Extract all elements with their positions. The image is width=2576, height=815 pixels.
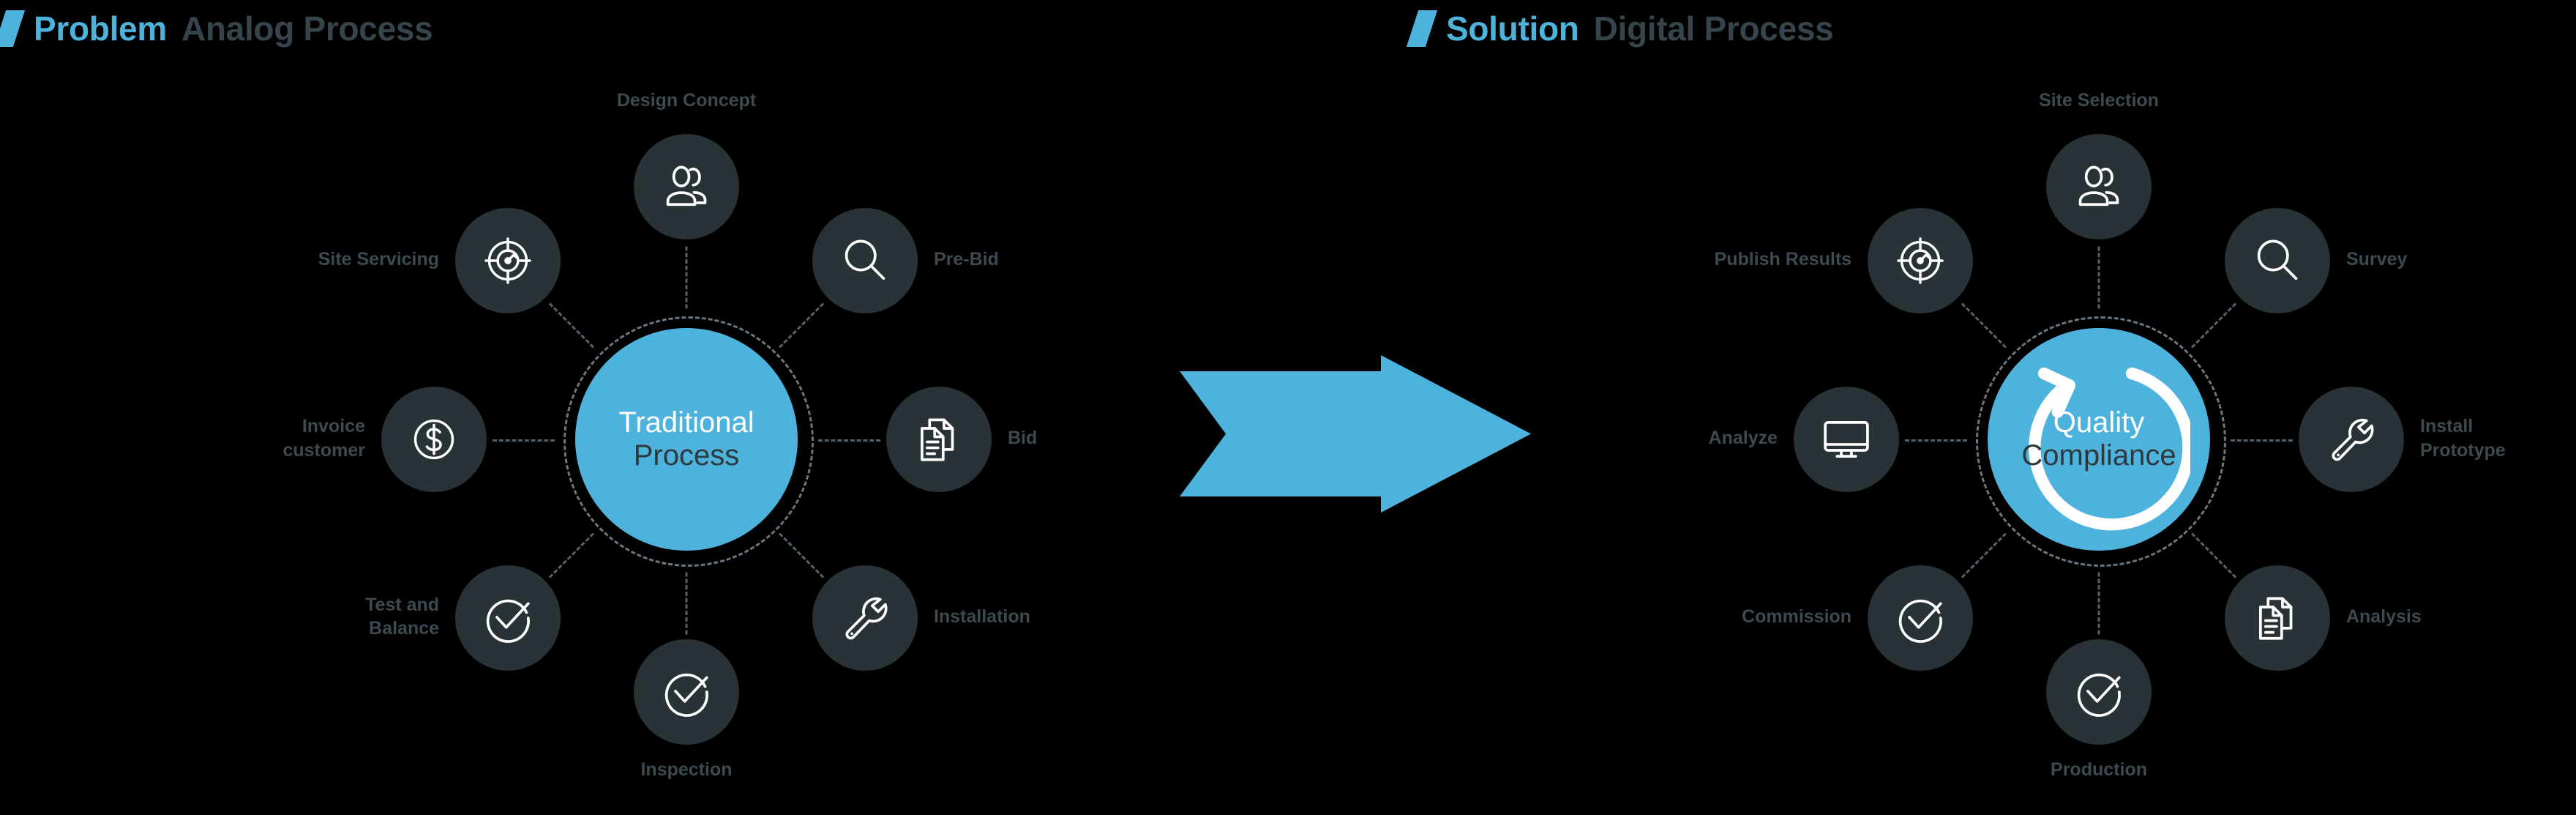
process-node[interactable] [886, 387, 992, 492]
process-node-label: Bid [1008, 428, 1038, 448]
check-circle-icon [659, 665, 714, 719]
orbit-ring [564, 316, 814, 567]
process-node-label: Site Servicing [318, 249, 440, 270]
process-node[interactable] [381, 387, 487, 492]
connector-line [2097, 246, 2100, 309]
process-node-label: Commission [1742, 606, 1852, 627]
left-heading: Problem Analog Process [0, 9, 433, 48]
process-node-label: Analyze [1708, 428, 1778, 448]
connector-line [1961, 532, 2007, 578]
wrench-icon [838, 591, 892, 645]
process-node[interactable] [812, 208, 918, 314]
connector-line [493, 439, 555, 442]
process-node-label: Test and Balance [365, 594, 440, 639]
search-icon [2250, 234, 2304, 288]
hub-line-1: Traditional [618, 406, 755, 439]
connector-line [685, 572, 688, 635]
check-circle-icon [481, 591, 535, 645]
process-node[interactable] [1868, 565, 1974, 671]
process-node-label: Publish Results [1714, 249, 1852, 270]
connector-line [779, 302, 825, 349]
process-node[interactable] [455, 208, 561, 314]
hub-line-2: Compliance [2021, 439, 2176, 472]
documents-icon [2250, 591, 2304, 645]
process-node-label: Design Concept [616, 90, 757, 111]
connector-line [2191, 532, 2237, 578]
left-heading-accent: Problem [34, 10, 167, 48]
target-icon [1893, 234, 1947, 288]
people-icon [659, 160, 714, 214]
process-node[interactable] [2046, 639, 2152, 745]
left-heading-muted: Analog Process [181, 10, 433, 48]
connector-line [2097, 572, 2100, 635]
connector-line [1961, 302, 2007, 349]
documents-icon [912, 412, 966, 466]
right-arrow-icon [1180, 355, 1531, 513]
wrench-icon [2324, 412, 2378, 466]
process-node[interactable] [455, 565, 561, 671]
connector-line [548, 532, 594, 578]
process-node[interactable] [2046, 134, 2152, 239]
people-icon [2072, 160, 2126, 214]
dollar-icon [407, 412, 461, 466]
connector-line [548, 302, 594, 349]
process-node[interactable] [1794, 387, 1899, 492]
connector-line [779, 532, 825, 578]
process-node-label: Installation [933, 606, 1030, 627]
hub-line-1: Quality [2053, 406, 2145, 439]
connector-line [685, 246, 688, 309]
process-node[interactable] [634, 134, 739, 239]
process-node-label: Survey [2345, 249, 2408, 270]
process-node[interactable] [2224, 208, 2330, 314]
orbit-ring [1976, 316, 2226, 567]
process-node-label: Site Selection [2039, 90, 2159, 111]
right-heading-muted: Digital Process [1593, 10, 1834, 48]
process-node-label: Invoice customer [282, 416, 365, 461]
process-node[interactable] [812, 565, 918, 671]
process-node-label: Analysis [2345, 606, 2422, 627]
process-node[interactable] [1868, 208, 1974, 314]
connector-line [818, 439, 880, 442]
monitor-icon [1819, 412, 1873, 466]
process-node[interactable] [2224, 565, 2330, 671]
connector-line [2231, 439, 2293, 442]
hub-line-2: Process [633, 439, 740, 472]
check-circle-icon [2072, 665, 2126, 719]
process-node-label: Inspection [640, 759, 733, 780]
target-icon [481, 234, 535, 288]
check-circle-icon [1893, 591, 1947, 645]
connector-line [2191, 302, 2237, 349]
process-node[interactable] [2299, 387, 2404, 492]
right-heading: Solution Digital Process [1406, 9, 1834, 48]
connector-line [1905, 439, 1967, 442]
process-node-label: Production [2051, 759, 2147, 780]
process-node-label: Install Prototype [2420, 416, 2506, 461]
search-icon [838, 234, 892, 288]
right-heading-accent: Solution [1446, 10, 1579, 48]
process-node[interactable] [634, 639, 739, 745]
process-node-label: Pre-Bid [933, 249, 999, 270]
